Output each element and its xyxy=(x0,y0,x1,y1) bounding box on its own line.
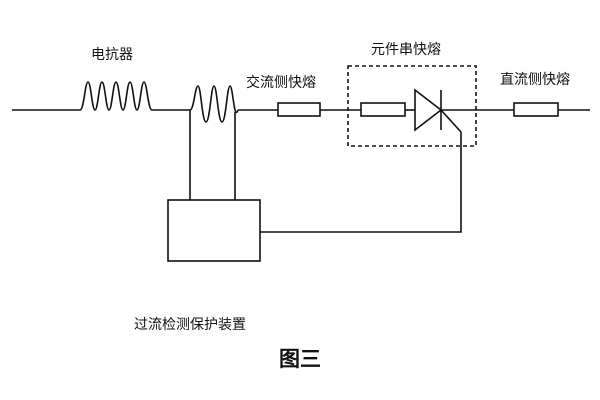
thyristor-symbol xyxy=(414,88,443,132)
series-fuse xyxy=(360,102,406,117)
ac-side-fuse xyxy=(277,102,321,117)
protection-device-label: 过流检测保护装置 xyxy=(134,317,246,333)
thyristor-gate xyxy=(440,109,462,133)
component-enclosure-dashed xyxy=(347,65,477,147)
series-fuse-label: 元件串快熔 xyxy=(371,42,441,58)
reactor-label: 电抗器 xyxy=(91,47,133,63)
dc-fuse-label: 直流侧快熔 xyxy=(500,72,570,88)
dc-side-fuse xyxy=(513,102,559,117)
current-transformer-coil xyxy=(189,85,239,123)
gate-signal-wire xyxy=(260,132,462,233)
ac-fuse-label: 交流侧快熔 xyxy=(246,75,316,91)
protection-device-box xyxy=(167,199,261,262)
figure-caption: 图三 xyxy=(279,347,321,371)
reactor-coil xyxy=(79,81,153,111)
